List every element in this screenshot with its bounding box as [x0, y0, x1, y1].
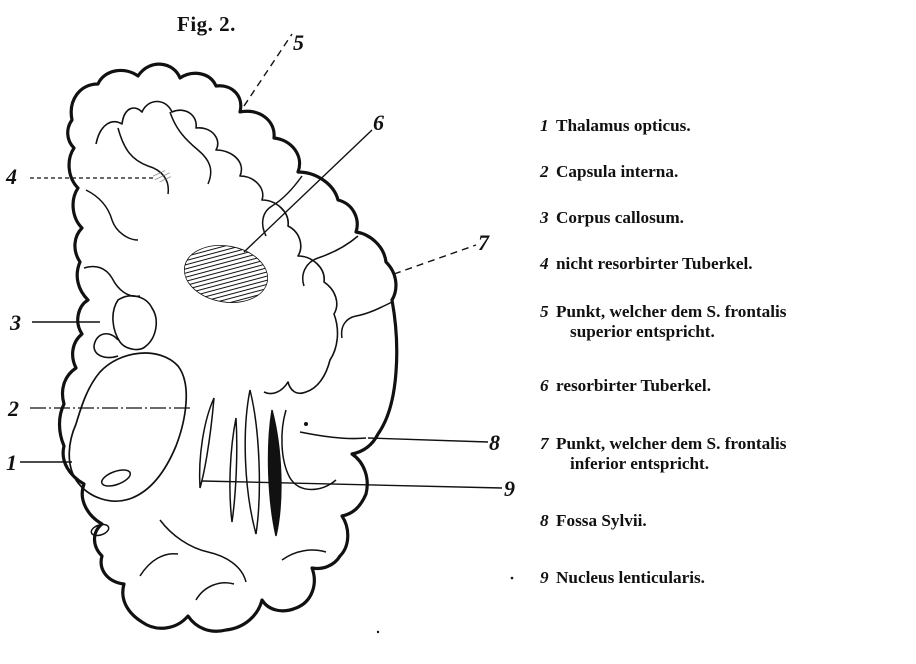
sulcus-upper-left: [118, 128, 168, 194]
legend-item-8: 8 Fossa Sylvii.: [540, 511, 910, 531]
insula-inner-curve: [282, 410, 336, 490]
sulcus-right-1: [263, 176, 302, 236]
legend-item-7: 7 Punkt, welcher dem S. frontalis inferi…: [540, 434, 910, 474]
thalamus-inner-oval: [100, 467, 133, 489]
capsula-stripe-1: [200, 398, 214, 488]
sulcus-left-2: [84, 266, 140, 296]
diagram-label-6: 6: [373, 112, 384, 134]
legend-item-text: Fossa Sylvii.: [556, 511, 910, 531]
diagram-label-8: 8: [489, 432, 500, 454]
legend-item-number: 8: [540, 511, 556, 531]
capsula-stripe-2: [230, 418, 237, 522]
sulcus-left-1: [86, 190, 138, 240]
small-dot: [304, 422, 308, 426]
legend-item-number: 5: [540, 302, 556, 322]
corpus-callosum-shape: [113, 296, 156, 350]
legend-item-number: 1: [540, 116, 556, 136]
nucleus-lenticularis-2: [269, 410, 281, 536]
legend-item-text: Capsula interna.: [556, 162, 910, 182]
legend-item-text-line1: Punkt, welcher dem S. frontalis: [556, 302, 786, 321]
diagram-label-3: 3: [10, 312, 21, 334]
leader-line-8: [368, 438, 488, 442]
stray-dot-2: [377, 631, 379, 633]
tubercle-not-resorbed: [153, 170, 171, 182]
diagram-label-5: 5: [293, 32, 304, 54]
diagram-label-9: 9: [504, 478, 515, 500]
leader-line-5: [244, 34, 292, 106]
diagram-label-4: 4: [6, 166, 17, 188]
legend-item-number: 9: [540, 568, 556, 588]
sulcus-right-2: [303, 236, 358, 286]
temporal-sulcus-3: [282, 550, 326, 560]
legend-item-text: Punkt, welcher dem S. frontalis inferior…: [556, 434, 910, 474]
legend-item-9: 9 Nucleus lenticularis.: [540, 568, 910, 588]
temporal-sulcus-1: [160, 520, 246, 582]
diagram-label-7: 7: [478, 232, 489, 254]
sulcus-right-3: [342, 302, 392, 338]
legend-item-text-line2: superior entspricht.: [556, 322, 910, 342]
legend-item-2: 2 Capsula interna.: [540, 162, 910, 182]
legend-item-5: 5 Punkt, welcher dem S. frontalis superi…: [540, 302, 910, 342]
leader-line-6: [244, 130, 372, 252]
tubercle-resorbed: [180, 239, 272, 309]
legend-item-text: Corpus callosum.: [556, 208, 910, 228]
legend-item-text: Punkt, welcher dem S. frontalis superior…: [556, 302, 910, 342]
small-nucleus-oval: [90, 522, 110, 537]
legend-item-4: 4 nicht resorbirter Tuberkel.: [540, 254, 910, 274]
legend-item-number: 4: [540, 254, 556, 274]
legend-item-number: 3: [540, 208, 556, 228]
legend-item-text-line2: inferior entspricht.: [556, 454, 910, 474]
sulcus-upper-mid: [170, 112, 211, 184]
temporal-sulcus-2: [196, 583, 234, 600]
leader-line-7: [394, 245, 476, 274]
legend-item-text: Nucleus lenticularis.: [556, 568, 910, 588]
legend-item-6: 6 resorbirter Tuberkel.: [540, 376, 910, 396]
legend-item-number: 7: [540, 434, 556, 454]
legend-item-text: nicht resorbirter Tuberkel.: [556, 254, 910, 274]
diagram-label-2: 2: [8, 398, 19, 420]
stray-dot-1: [511, 577, 514, 580]
legend-item-number: 6: [540, 376, 556, 396]
legend-item-number: 2: [540, 162, 556, 182]
fossa-sylvii-line: [300, 432, 366, 439]
legend-item-text: resorbirter Tuberkel.: [556, 376, 910, 396]
hemisphere-outline: [60, 64, 397, 631]
nucleus-lenticularis-1: [245, 390, 259, 534]
legend-item-text-line1: Punkt, welcher dem S. frontalis: [556, 434, 786, 453]
temporal-sulcus-4: [140, 554, 178, 576]
legend-item-1: 1 Thalamus opticus.: [540, 116, 910, 136]
legend-item-text: Thalamus opticus.: [556, 116, 910, 136]
ventricle-lower-lobe: [94, 334, 118, 358]
legend-item-3: 3 Corpus callosum.: [540, 208, 910, 228]
diagram-label-1: 1: [6, 452, 17, 474]
